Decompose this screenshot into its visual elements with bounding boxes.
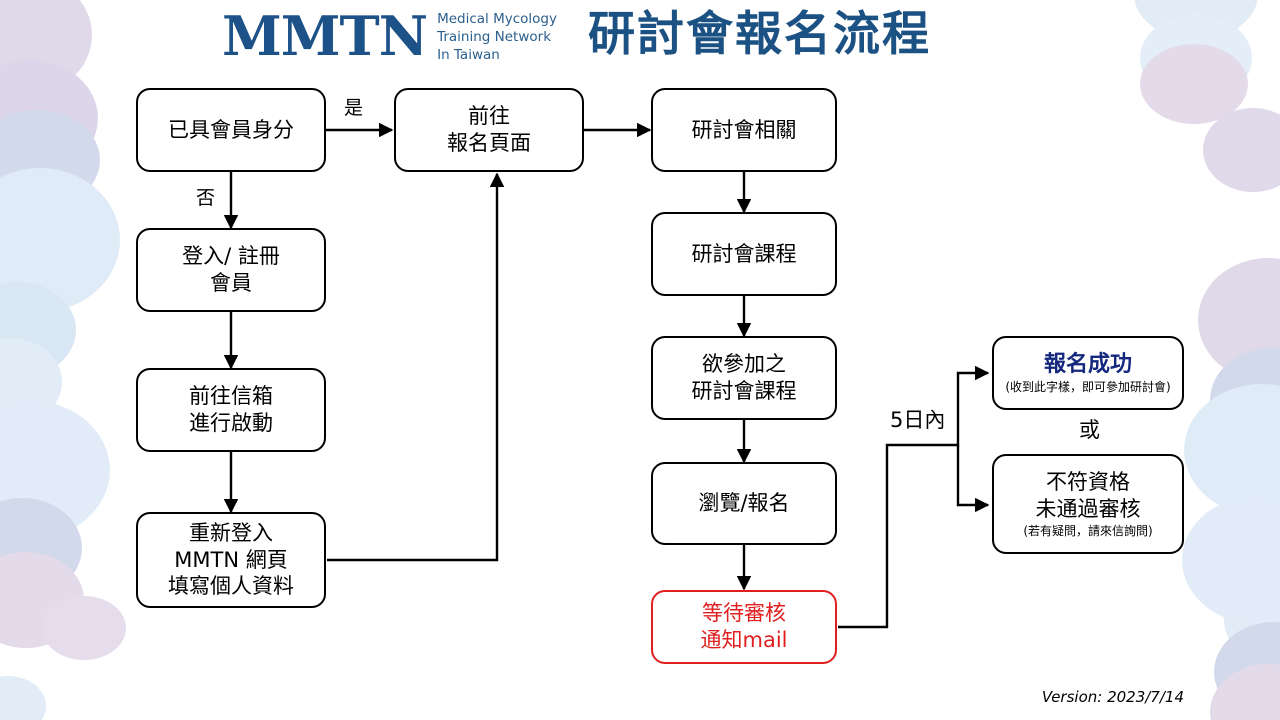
node-seminar-related-label: 研討會相關 xyxy=(691,117,797,142)
node-browse-register-label: 瀏覽/報名 xyxy=(698,491,790,516)
node-login-register[interactable]: 登入/ 註冊 會員 xyxy=(136,228,326,312)
node-relogin-profile-label: 重新登入 MMTN 網頁 填寫個人資料 xyxy=(168,520,294,599)
edge-relogin-loop-to-registration xyxy=(327,172,505,562)
node-await-review-mail-label: 等待審核 通知mail xyxy=(700,601,788,652)
mmtn-logo: MMTN Medical Mycology Training Network I… xyxy=(222,8,557,65)
node-seminar-courses-label: 研討會課程 xyxy=(691,241,797,266)
node-registration-success-note: (收到此字樣，即可參加研討會) xyxy=(1005,380,1171,395)
node-desired-course-label: 欲參加之 研討會課程 xyxy=(691,352,797,403)
node-await-review-mail[interactable]: 等待審核 通知mail xyxy=(651,590,837,664)
edge-await-to-rejected xyxy=(956,445,990,513)
node-member-status[interactable]: 已具會員身分 xyxy=(136,88,326,172)
node-browse-register[interactable]: 瀏覽/報名 xyxy=(651,462,837,545)
node-registration-success[interactable]: 報名成功 (收到此字樣，即可參加研討會) xyxy=(992,336,1184,410)
node-go-registration-page[interactable]: 前往 報名頁面 xyxy=(394,88,584,172)
node-mailbox-activate-label: 前往信箱 進行啟動 xyxy=(189,384,273,435)
node-registration-success-label: 報名成功 xyxy=(1043,352,1132,378)
logo-tagline: Medical Mycology Training Network In Tai… xyxy=(437,8,557,65)
edge-label-within-5-days: 5日內 xyxy=(890,408,946,432)
version-text: Version: 2023/7/14 xyxy=(1041,688,1184,706)
edge-label-no: 否 xyxy=(196,187,216,209)
page-title: 研討會報名流程 xyxy=(588,7,931,62)
node-not-qualified-label: 不符資格 未通過審核 xyxy=(1035,470,1141,522)
node-desired-course[interactable]: 欲參加之 研討會課程 xyxy=(651,336,837,420)
node-not-qualified-note: (若有疑問，請來信詢問) xyxy=(1023,524,1153,539)
logo-tagline-line3: In Taiwan xyxy=(437,46,500,63)
logo-wordmark: MMTN xyxy=(222,4,428,69)
node-member-status-label: 已具會員身分 xyxy=(168,117,294,142)
slide-header: MMTN Medical Mycology Training Network I… xyxy=(0,0,1280,80)
logo-tagline-line1: Medical Mycology xyxy=(437,11,557,27)
node-seminar-related[interactable]: 研討會相關 xyxy=(651,88,837,172)
edge-label-yes: 是 xyxy=(344,97,364,119)
edge-label-or: 或 xyxy=(1079,418,1100,442)
node-login-register-label: 登入/ 註冊 會員 xyxy=(182,244,280,295)
logo-tagline-line2: Training Network xyxy=(437,28,552,45)
node-seminar-courses[interactable]: 研討會課程 xyxy=(651,212,837,296)
node-mailbox-activate[interactable]: 前往信箱 進行啟動 xyxy=(136,368,326,452)
node-relogin-profile[interactable]: 重新登入 MMTN 網頁 填寫個人資料 xyxy=(136,512,326,608)
node-not-qualified[interactable]: 不符資格 未通過審核 (若有疑問，請來信詢問) xyxy=(992,454,1184,554)
node-go-registration-page-label: 前往 報名頁面 xyxy=(447,104,531,155)
